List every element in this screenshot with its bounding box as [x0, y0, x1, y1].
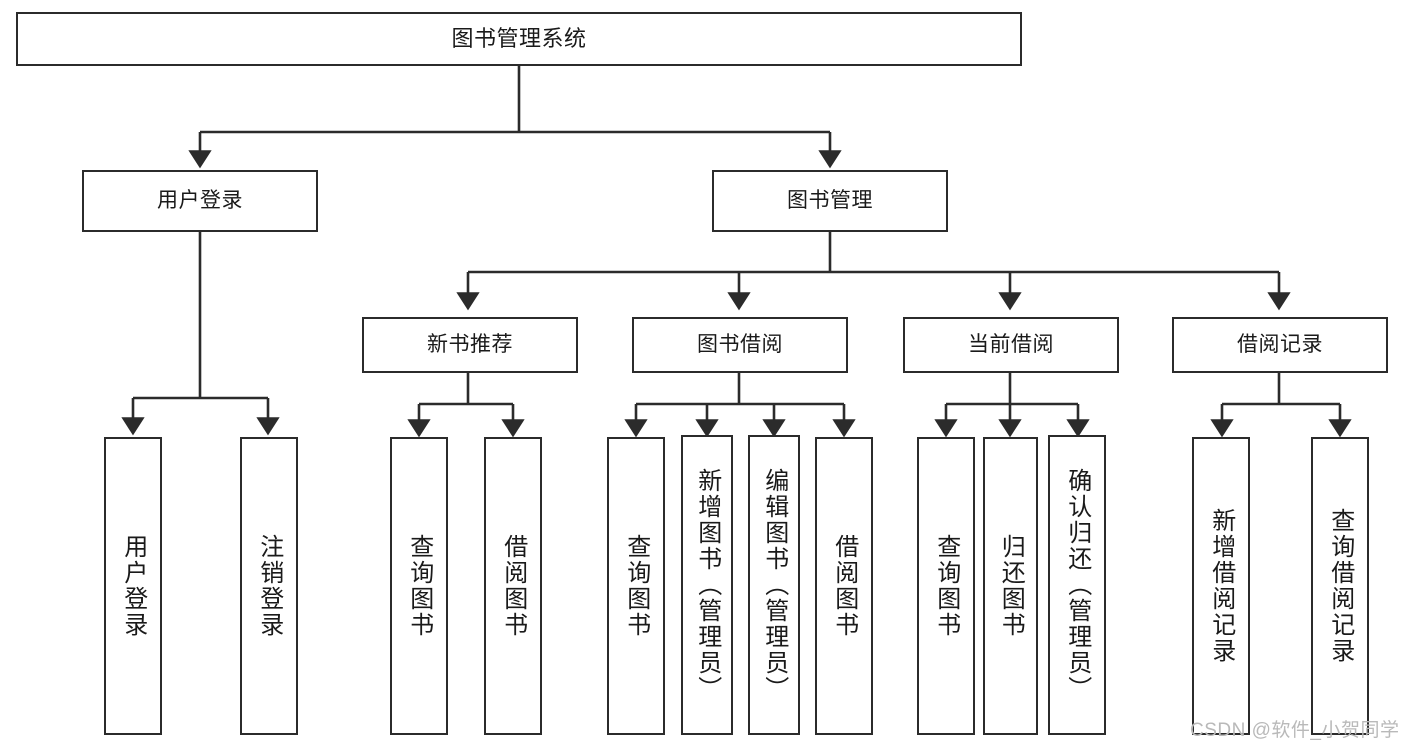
node-leaf-query-book-3[interactable]: 查询图书: [917, 437, 975, 735]
node-label: 图书管理: [787, 189, 873, 213]
node-label: 图书管理系统: [451, 25, 587, 51]
node-book-borrow[interactable]: 图书借阅: [632, 317, 848, 373]
node-root-system[interactable]: 图书管理系统: [16, 12, 1022, 66]
node-label: 用户登录: [119, 534, 147, 638]
node-leaf-borrow-book-2[interactable]: 借阅图书: [815, 437, 873, 735]
node-leaf-user-login[interactable]: 用户登录: [104, 437, 162, 735]
node-label: 新增图书（管理员）: [693, 468, 721, 702]
node-label: 查询图书: [932, 534, 960, 638]
node-label: 当前借阅: [968, 333, 1054, 357]
node-label: 查询图书: [622, 534, 650, 638]
node-leaf-query-book-2[interactable]: 查询图书: [607, 437, 665, 735]
node-label: 注销登录: [255, 534, 283, 638]
node-label: 借阅记录: [1237, 333, 1323, 357]
node-leaf-logout[interactable]: 注销登录: [240, 437, 298, 735]
node-label: 借阅图书: [830, 534, 858, 638]
node-leaf-query-book-1[interactable]: 查询图书: [390, 437, 448, 735]
node-leaf-borrow-book-1[interactable]: 借阅图书: [484, 437, 542, 735]
node-leaf-add-book-admin[interactable]: 新增图书（管理员）: [681, 435, 733, 735]
node-user-login[interactable]: 用户登录: [82, 170, 318, 232]
node-leaf-add-borrow-record[interactable]: 新增借阅记录: [1192, 437, 1250, 735]
node-label: 新增借阅记录: [1207, 508, 1235, 664]
node-borrow-record[interactable]: 借阅记录: [1172, 317, 1388, 373]
node-new-book-recommend[interactable]: 新书推荐: [362, 317, 578, 373]
node-label: 图书借阅: [697, 333, 783, 357]
node-leaf-query-borrow-record[interactable]: 查询借阅记录: [1311, 437, 1369, 735]
node-label: 查询借阅记录: [1326, 508, 1354, 664]
node-leaf-return-book[interactable]: 归还图书: [983, 437, 1038, 735]
node-leaf-confirm-return-admin[interactable]: 确认归还（管理员）: [1048, 435, 1106, 735]
node-label: 用户登录: [157, 189, 243, 213]
node-label: 借阅图书: [499, 534, 527, 638]
node-label: 确认归还（管理员）: [1063, 468, 1091, 702]
node-book-manage[interactable]: 图书管理: [712, 170, 948, 232]
node-label: 新书推荐: [427, 333, 513, 357]
node-label: 查询图书: [405, 534, 433, 638]
node-leaf-edit-book-admin[interactable]: 编辑图书（管理员）: [748, 435, 800, 735]
node-label: 归还图书: [997, 534, 1025, 638]
node-label: 编辑图书（管理员）: [760, 468, 788, 702]
node-current-borrow[interactable]: 当前借阅: [903, 317, 1119, 373]
